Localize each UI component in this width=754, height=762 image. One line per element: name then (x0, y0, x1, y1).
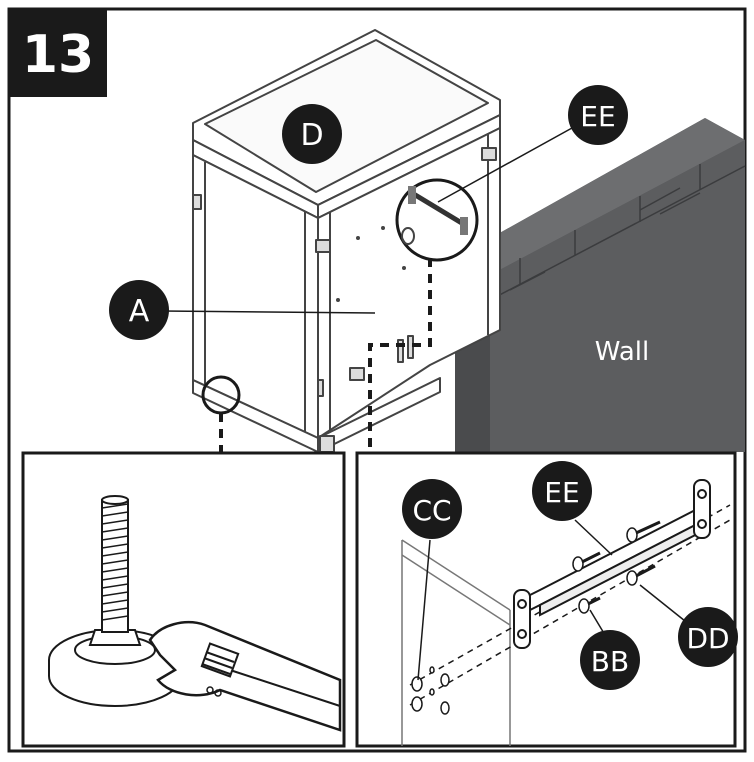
svg-text:D: D (300, 118, 323, 153)
svg-text:EE: EE (544, 476, 579, 509)
svg-text:A: A (129, 294, 150, 329)
detail-connectors (219, 258, 432, 452)
step-number-badge: 13 (9, 9, 107, 97)
callout-dd: DD (678, 607, 738, 667)
svg-text:CC: CC (412, 494, 451, 527)
wall-illustration: Wall (454, 118, 746, 452)
callout-ee-detail: EE (532, 461, 592, 521)
bracket-detail-circle (395, 178, 479, 262)
callout-a: A (109, 280, 169, 340)
callout-d: D (282, 104, 342, 164)
callout-cc: CC (402, 479, 462, 539)
svg-text:EE: EE (580, 100, 615, 133)
bracket-detail-panel (355, 451, 737, 748)
svg-text:BB: BB (591, 645, 629, 678)
callout-bb: BB (580, 630, 640, 690)
foot-detail-panel (21, 451, 346, 748)
svg-text:DD: DD (686, 622, 729, 655)
leader-lines (161, 127, 573, 314)
wall-label: Wall (595, 337, 649, 367)
callout-ee-main: EE (568, 85, 628, 145)
step-number: 13 (22, 25, 94, 85)
